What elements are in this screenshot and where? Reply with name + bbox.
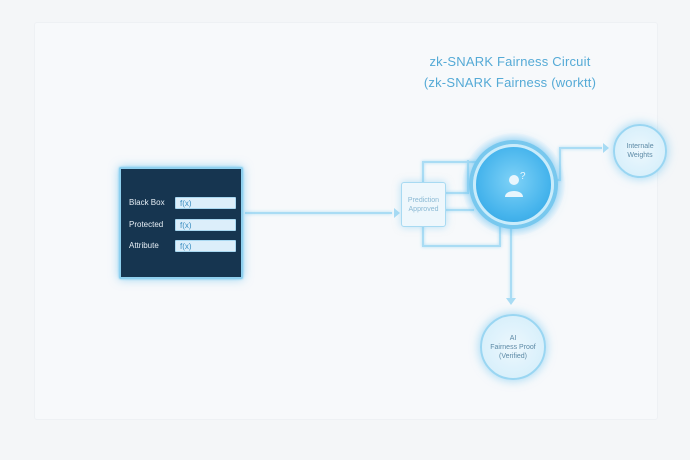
arrow-to-proof (506, 298, 516, 305)
svg-text:?: ? (520, 171, 526, 182)
prediction-line2: Approved (408, 205, 439, 213)
proof-line1: AI (509, 334, 517, 342)
protected-label: Protected (129, 220, 164, 229)
wire-pred-top (422, 161, 478, 182)
wire-pred-bottom (422, 224, 501, 247)
wire-weights (554, 147, 602, 181)
black-box-row: Black Box f(x) (129, 197, 236, 211)
diagram-subtitle: (zk-SNARK Fairness (worktt) (423, 75, 597, 90)
attribute-label: Attribute (129, 241, 159, 250)
arrow-to-weights (603, 143, 609, 153)
fairness-proof-node[interactable]: AI Fairness Proof (Verified) (480, 314, 546, 380)
internal-weights-node[interactable]: Internale Weights (613, 124, 667, 178)
proof-line2: Fairness Proof (490, 343, 536, 351)
user-question-icon: ? (505, 171, 526, 197)
prediction-node[interactable]: Prediction Approved (401, 182, 446, 227)
wire-pred-right (444, 160, 469, 194)
diagram-title: zk-SNARK Fairness Circuit (429, 54, 591, 69)
weights-line1: Internale (626, 143, 654, 150)
black-box-field[interactable]: f(x) (175, 197, 236, 209)
black-box-panel: Black Box f(x) Protected f(x) Attribute … (119, 167, 243, 279)
prediction-line1: Prediction (407, 196, 440, 204)
arrow-to-prediction (394, 208, 400, 218)
black-box-label: Black Box (129, 198, 165, 207)
attribute-field[interactable]: f(x) (175, 240, 236, 252)
circuit-hub-node[interactable]: ? (473, 144, 554, 225)
weights-line2: Weights (627, 152, 653, 159)
protected-field[interactable]: f(x) (175, 219, 236, 231)
proof-line3: (Verified) (498, 352, 527, 360)
protected-row: Protected f(x) (129, 219, 236, 233)
attribute-row: Attribute f(x) (129, 240, 236, 254)
